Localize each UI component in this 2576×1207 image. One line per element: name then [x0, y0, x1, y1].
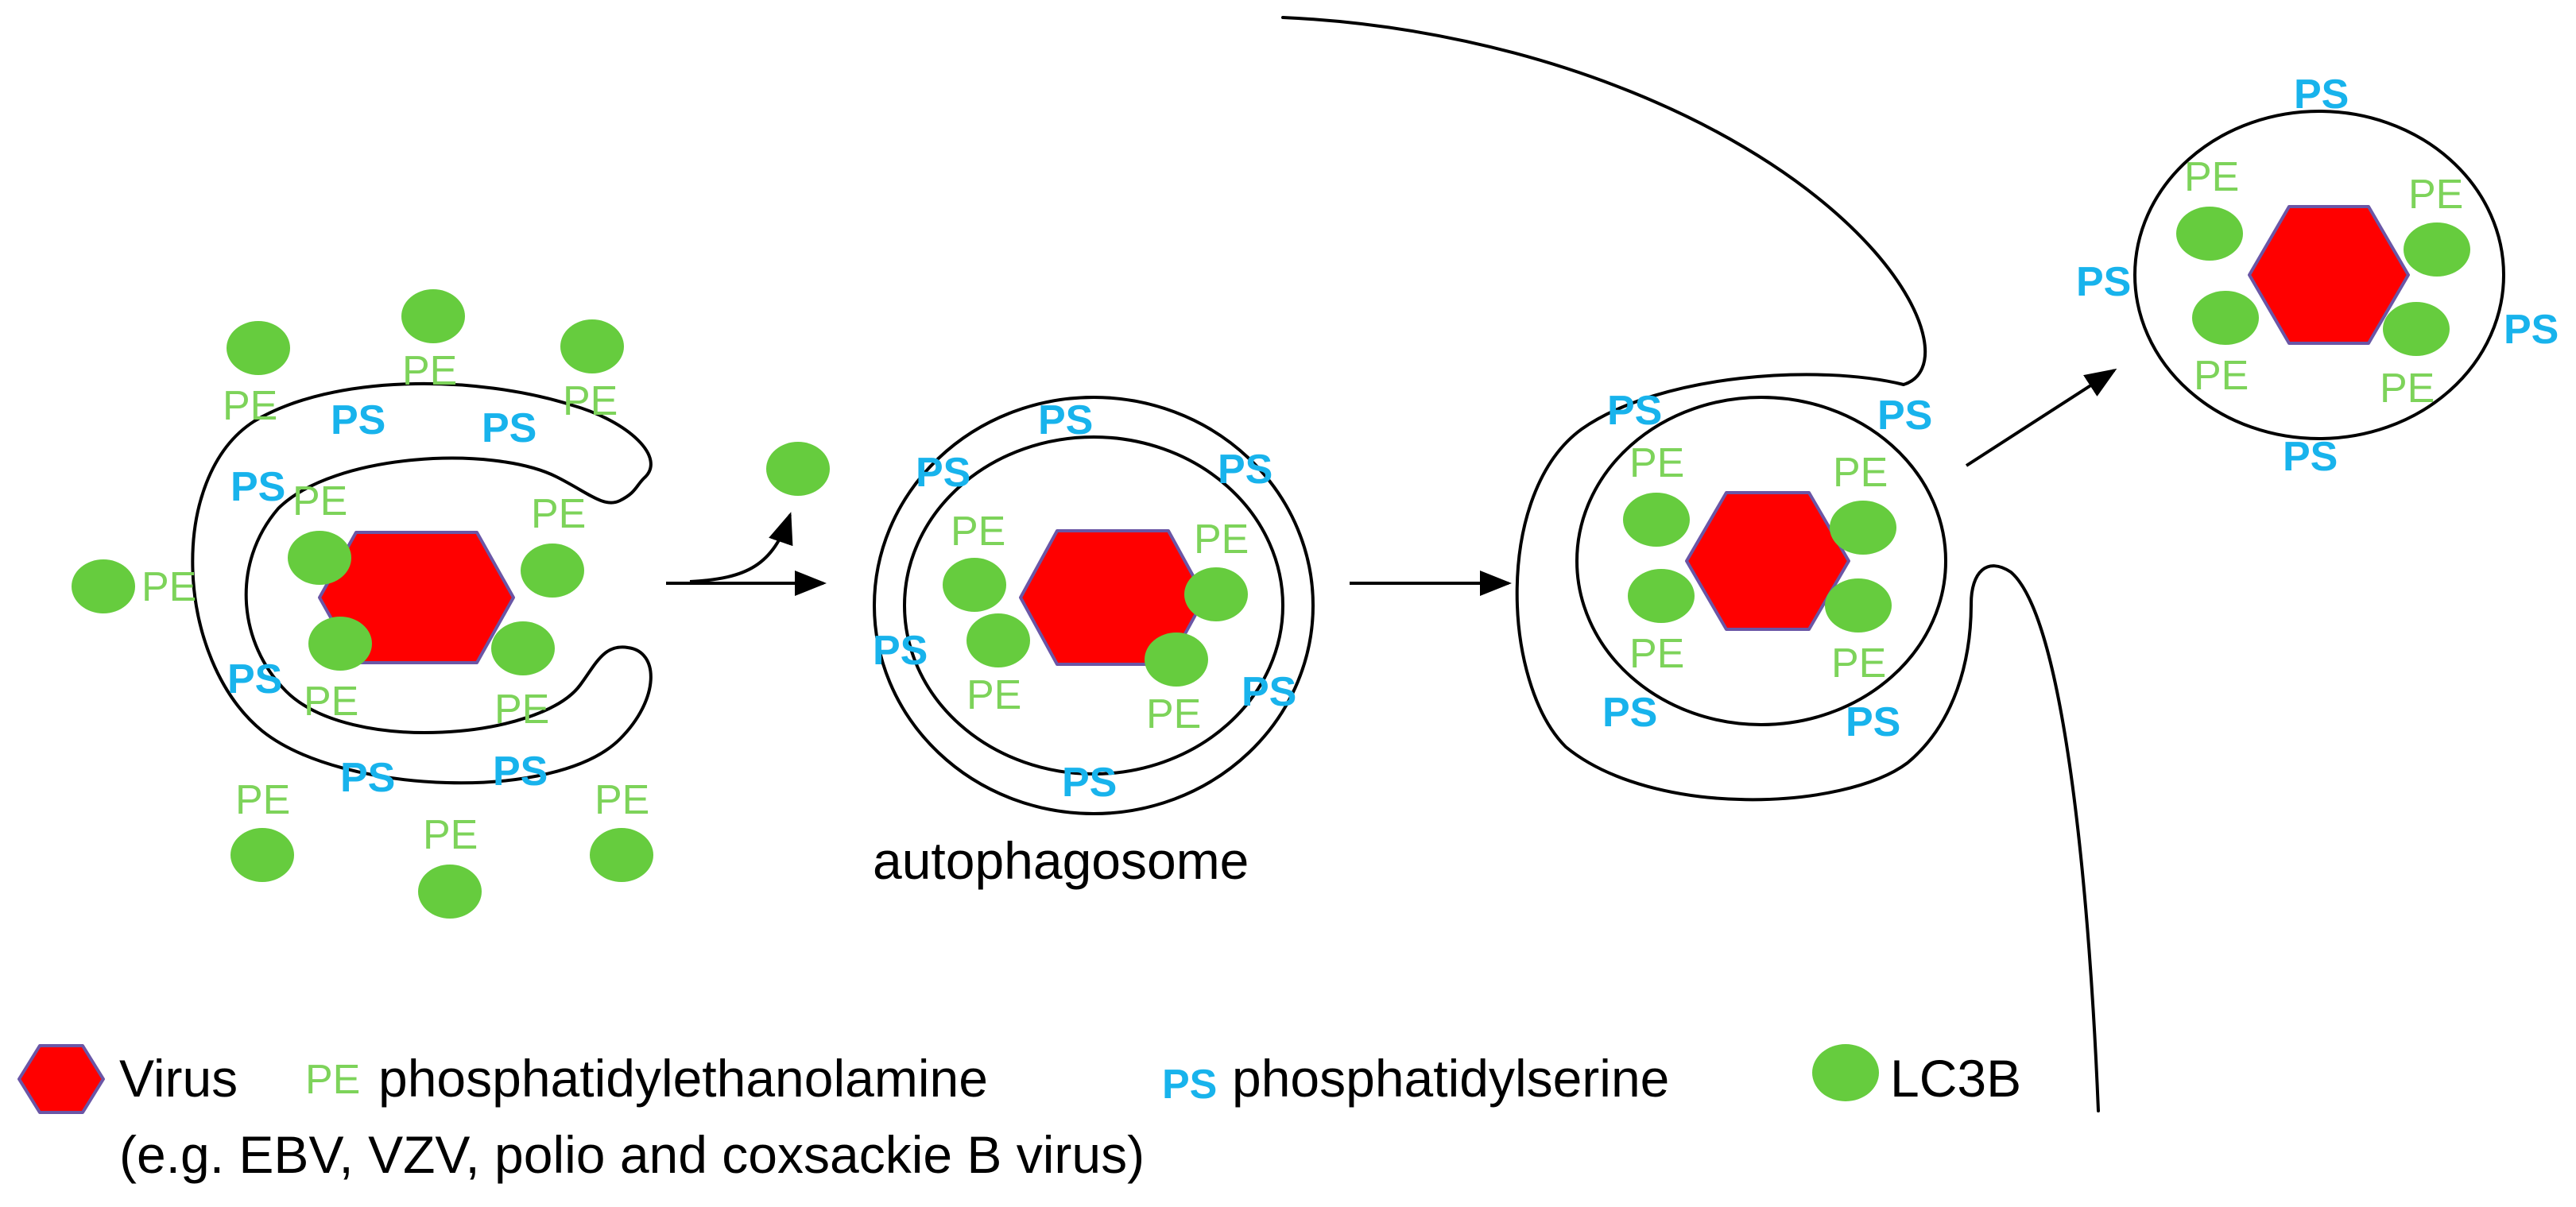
lc3b-particle	[2404, 222, 2470, 277]
legend-examples: (e.g. EBV, VZV, polio and coxsackie B vi…	[119, 1125, 1145, 1184]
pe-label: PE	[402, 348, 457, 394]
arrow-to-autophagosome	[666, 442, 830, 596]
inner-membrane	[903, 435, 1284, 776]
lc3b-particle	[72, 559, 135, 613]
pe-label: PE	[563, 378, 618, 424]
ps-label: PS	[1602, 690, 1657, 736]
ps-label: PS	[1846, 699, 1900, 745]
pe-label: PE	[141, 564, 196, 610]
pe-label: PE	[304, 679, 358, 725]
ps-label: PS	[2504, 307, 2559, 353]
virus-hexagon	[318, 531, 515, 664]
lc3b-particle	[1628, 569, 1695, 623]
ps-label: PS	[1242, 669, 1296, 715]
ps-label: PS	[2283, 434, 2338, 480]
lc3b-particle	[230, 828, 294, 882]
pe-label: PE	[1629, 631, 1684, 677]
stage-membrane-fusion: PE PE PE PE PS PS PS PS	[1281, 16, 2100, 1112]
lc3b-particle	[521, 544, 584, 598]
legend-lc3b-label: LC3B	[1890, 1049, 2021, 1108]
pe-label: PE	[1194, 516, 1249, 563]
ps-label: PS	[493, 749, 548, 795]
ps-label: PS	[230, 464, 285, 510]
inner-membrane	[1575, 396, 1947, 726]
lc3b-particle	[560, 319, 624, 373]
arrow-to-exosome	[1965, 368, 2117, 467]
lc3b-particle	[1623, 493, 1690, 547]
pe-label: PE	[1629, 440, 1684, 486]
lc3b-particle	[1145, 633, 1208, 687]
plasma-membrane	[1281, 16, 2100, 1112]
ps-label: PS	[873, 628, 928, 674]
ps-label: PS	[1218, 447, 1273, 493]
ps-label: PS	[1062, 760, 1117, 806]
pe-label: PE	[223, 383, 277, 429]
lc3b-particle	[766, 442, 830, 496]
ps-label: PS	[1877, 393, 1932, 439]
lc3b-particle	[943, 558, 1006, 612]
lc3b-particle	[1825, 578, 1892, 633]
lc3b-particle	[2192, 291, 2259, 345]
stage-phagophore: PE PE PE PE PE PE PE PE PE PE PE PS PS P…	[72, 289, 653, 919]
legend-pe-label: phosphatidylethanolamine	[378, 1049, 988, 1108]
pe-label: PE	[2380, 366, 2435, 412]
lc3b-particle	[308, 617, 372, 671]
lc3b-particle	[227, 321, 290, 375]
outer-membrane	[873, 396, 1315, 815]
pe-label: PE	[966, 672, 1021, 718]
lc3b-particle	[2176, 207, 2243, 261]
vesicle-membrane	[2133, 110, 2505, 440]
pe-label: PE	[531, 491, 586, 537]
ps-label: PS	[2076, 259, 2131, 305]
legend-pe-symbol: PE	[305, 1057, 360, 1103]
legend-virus-label: Virus	[119, 1049, 238, 1108]
ps-label: PS	[331, 397, 385, 443]
pe-label: PE	[423, 812, 478, 858]
virus-hexagon	[1685, 491, 1850, 631]
ps-label: PS	[2294, 72, 2349, 118]
pe-label: PE	[2408, 172, 2463, 218]
stage-autophagosome: PE PE PE PE PS PS PS PS PS PS autophagos…	[873, 396, 1315, 890]
pe-label: PE	[292, 478, 347, 524]
ps-label: PS	[1607, 388, 1662, 434]
pe-label: PE	[235, 777, 290, 823]
ps-label: PS	[482, 405, 537, 451]
autophagosome-label: autophagosome	[873, 831, 1249, 890]
pe-label: PE	[951, 509, 1005, 555]
lc3b-particle	[590, 828, 653, 882]
virus-hexagon	[2248, 205, 2410, 345]
legend-lc3b-icon	[1812, 1044, 1879, 1101]
pe-label: PE	[494, 687, 549, 733]
pe-label: PE	[1833, 450, 1888, 496]
stage-released-vesicle: PE PE PE PE PS PS PS PS	[2076, 72, 2559, 480]
pe-label: PE	[2184, 154, 2239, 200]
legend-ps-label: phosphatidylserine	[1232, 1049, 1669, 1108]
ps-label: PS	[227, 656, 282, 702]
lc3b-particle	[966, 613, 1030, 667]
legend-ps-symbol: PS	[1162, 1062, 1217, 1108]
pe-label: PE	[1831, 640, 1886, 687]
lc3b-particle	[401, 289, 465, 343]
lc3b-particle	[491, 621, 555, 675]
ps-label: PS	[1038, 397, 1093, 443]
legend: Virus PE phosphatidylethanolamine PS pho…	[17, 1044, 2021, 1184]
lc3b-particle	[2383, 302, 2450, 356]
pe-label: PE	[1146, 691, 1201, 737]
lc3b-particle	[288, 531, 351, 585]
ps-label: PS	[340, 755, 395, 801]
legend-virus-icon	[17, 1044, 105, 1114]
lc3b-particle	[1830, 501, 1896, 555]
phagophore-membrane	[191, 382, 653, 785]
lc3b-particle	[1184, 567, 1248, 621]
pe-label: PE	[595, 777, 649, 823]
pe-label: PE	[2194, 353, 2249, 399]
lc3b-particle	[418, 865, 482, 919]
ps-label: PS	[916, 450, 970, 496]
